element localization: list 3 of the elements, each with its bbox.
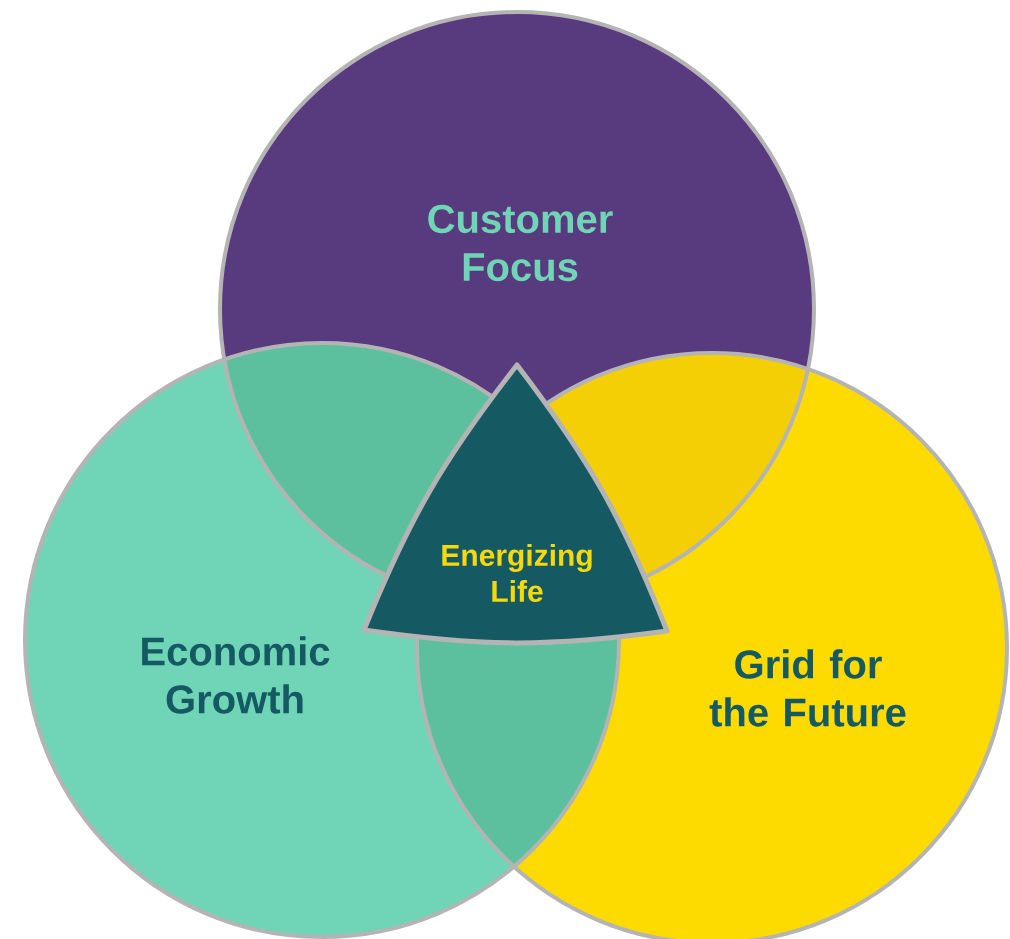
circle-label: Economic Growth [142,636,330,714]
circle-label: Customer Focus [428,204,613,282]
circle-label: Grid for the Future [709,649,906,727]
